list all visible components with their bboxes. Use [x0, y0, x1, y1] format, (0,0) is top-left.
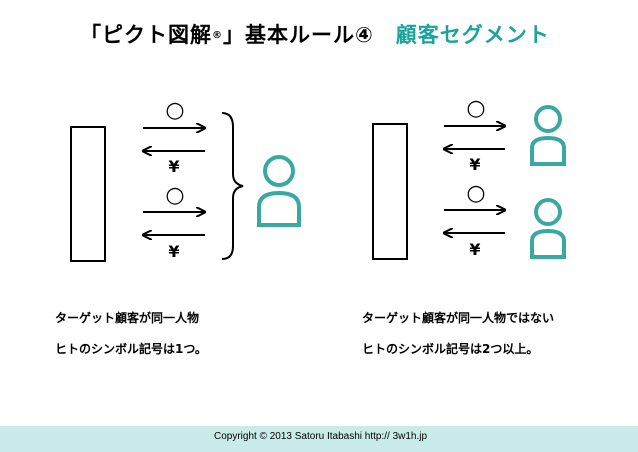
svg-text:○: ○ [466, 181, 485, 206]
svg-text:¥: ¥ [168, 157, 179, 176]
company-box-right [372, 123, 408, 260]
title-main-prefix: 「ピクト図解 [80, 23, 212, 47]
circle-icon: ○ [165, 183, 184, 208]
svg-text:¥: ¥ [469, 240, 480, 259]
svg-text:○: ○ [466, 96, 485, 121]
brace-icon [221, 112, 244, 260]
right-panel: ○ ¥ ○ ¥ [372, 96, 566, 260]
page-title: 「ピクト図解®」基本ルール④ 顧客セグメント [80, 20, 550, 50]
left-caption-line2: ヒトのシンボル記号は1つ。 [55, 342, 207, 356]
yen-icon: ¥ [469, 155, 480, 174]
registered-mark: ® [212, 30, 223, 41]
left-caption-line1: ターゲット顧客が同一人物 [55, 311, 200, 325]
yen-icon: ¥ [469, 240, 480, 259]
yen-icon: ¥ [168, 157, 179, 176]
left-panel: ○ ¥ ○ ¥ [70, 98, 301, 262]
yen-icon: ¥ [168, 242, 179, 261]
svg-text:¥: ¥ [469, 155, 480, 174]
person-icon [257, 155, 301, 227]
svg-text:○: ○ [165, 98, 184, 123]
footer-copyright: Copyright © 2013 Satoru Itabashi http://… [214, 431, 428, 442]
circle-icon: ○ [165, 98, 184, 123]
right-caption-line2: ヒトのシンボル記号は2つ以上。 [362, 342, 539, 356]
title-subtitle: 顧客セグメント [395, 23, 550, 47]
right-caption-line1: ターゲット顧客が同一人物ではない [362, 311, 555, 325]
person-icon [530, 105, 566, 166]
svg-text:○: ○ [165, 183, 184, 208]
title-main-suffix: 」基本ルール④ [223, 23, 374, 47]
svg-text:¥: ¥ [168, 242, 179, 261]
person-icon [530, 198, 566, 259]
circle-icon: ○ [466, 96, 485, 121]
company-box-left [70, 126, 106, 262]
footer-bar: Copyright © 2013 Satoru Itabashi http://… [0, 426, 638, 452]
circle-icon: ○ [466, 181, 485, 206]
